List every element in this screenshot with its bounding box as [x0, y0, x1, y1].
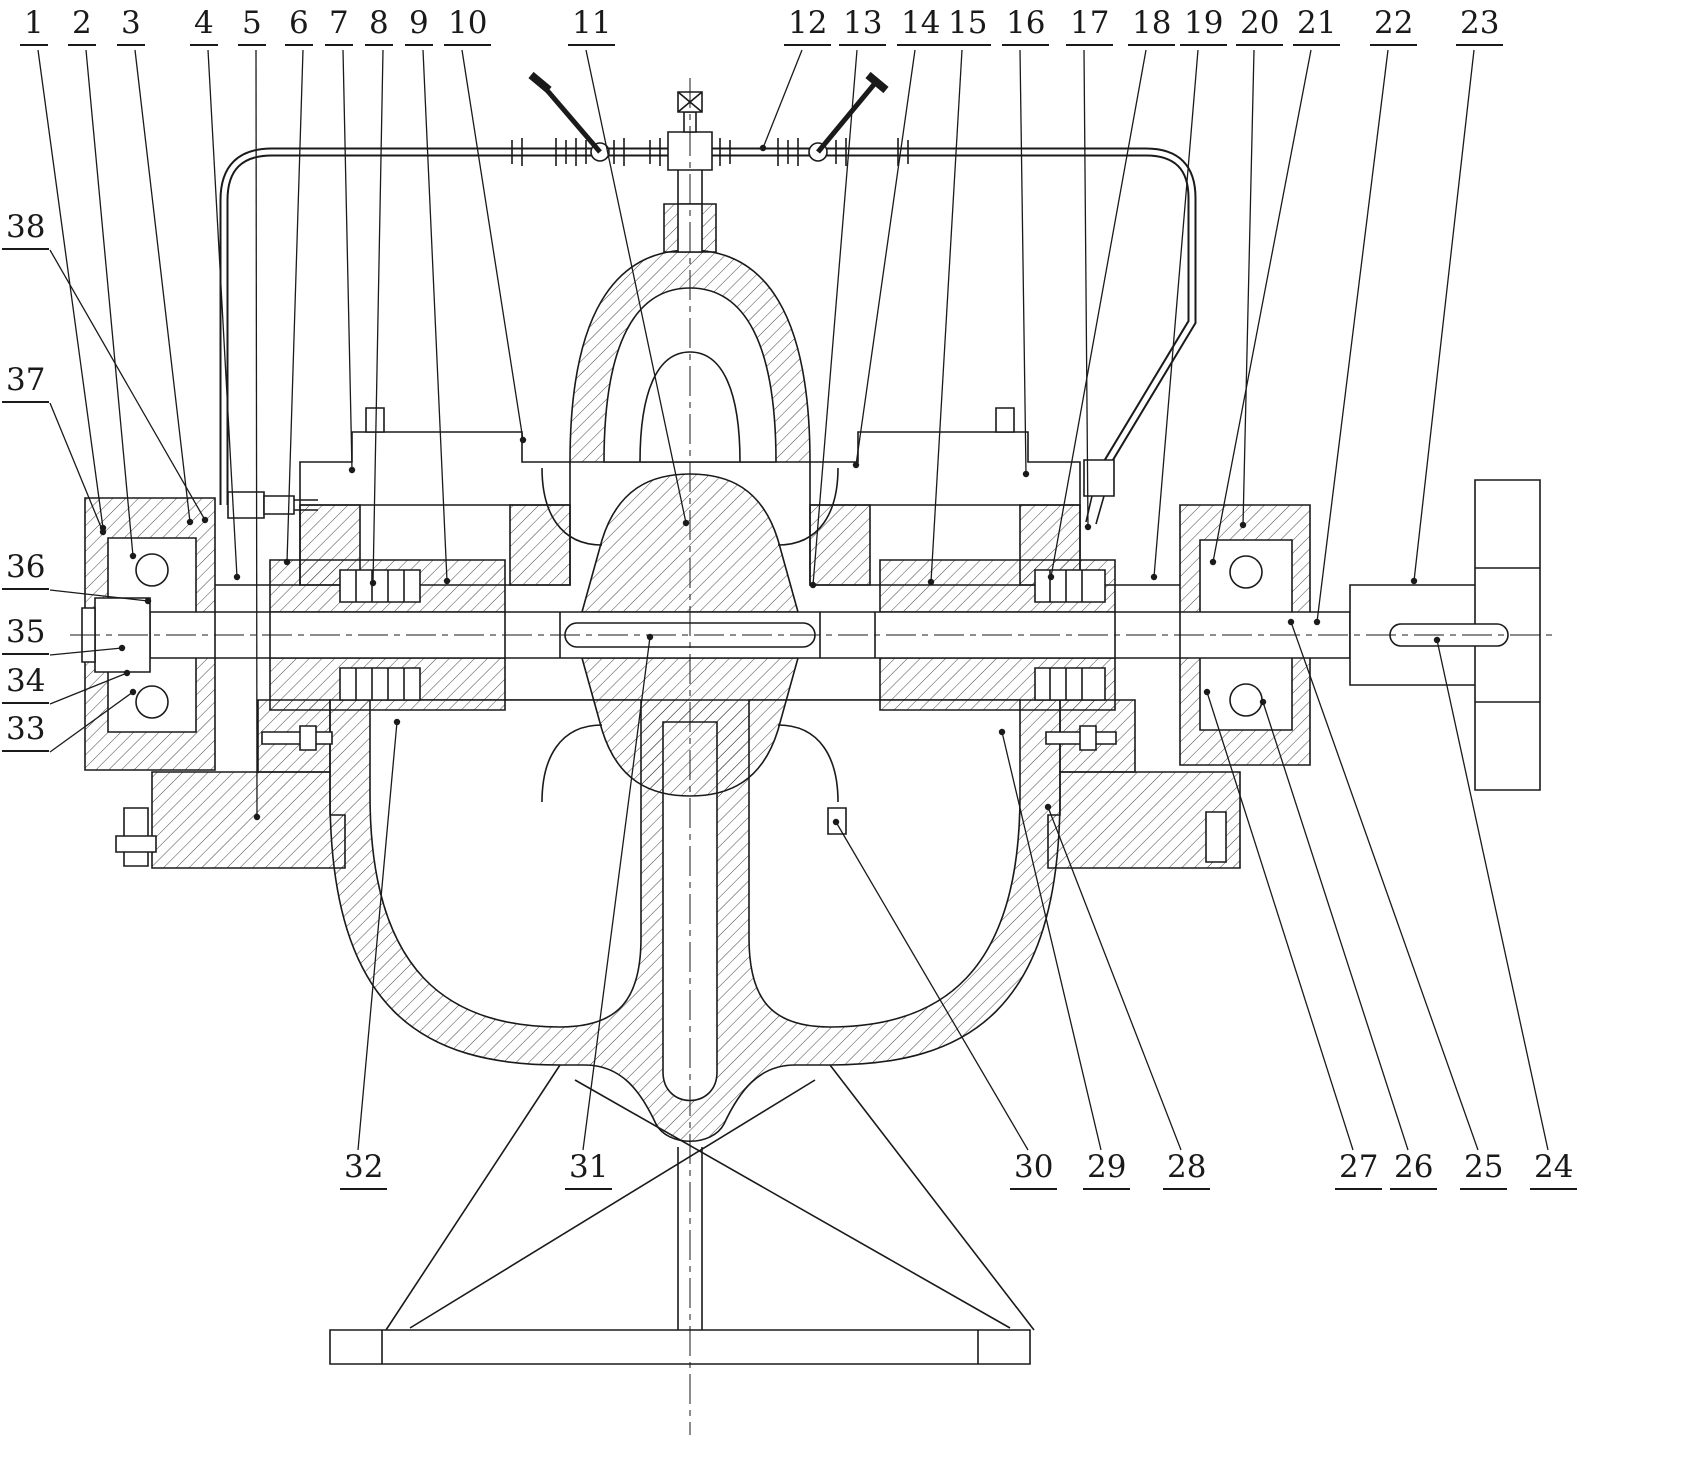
- leader-line-17: [1084, 50, 1088, 527]
- leader-dot-13: [809, 581, 817, 589]
- leader-line-20: [1243, 50, 1254, 525]
- leader-line-34: [50, 673, 127, 704]
- ball-bearing: [1230, 684, 1262, 716]
- seal-piping: [224, 75, 1192, 524]
- leader-line-28: [1048, 807, 1181, 1150]
- leader-dot-28: [1044, 803, 1052, 811]
- leader-line-26: [1263, 702, 1408, 1150]
- leader-dot-16: [1022, 470, 1030, 478]
- bracket-bolt-right: [996, 408, 1014, 432]
- leader-dot-14: [852, 461, 860, 469]
- leader-dot-21: [1209, 558, 1217, 566]
- leader-dot-23: [1410, 577, 1418, 585]
- leader-dot-11: [682, 519, 690, 527]
- valve-left: [531, 75, 624, 166]
- stuffing-boxes: [270, 560, 1115, 834]
- leader-dot-6: [283, 558, 291, 566]
- leader-line-11: [586, 50, 686, 523]
- leader-dot-17: [1084, 523, 1092, 531]
- leader-dot-2: [129, 552, 137, 560]
- bracket-bolt-left: [366, 408, 384, 432]
- leader-dot-8: [369, 579, 377, 587]
- leader-line-38: [50, 250, 205, 520]
- leader-line-24: [1437, 640, 1548, 1150]
- leader-line-36: [50, 590, 148, 601]
- leader-dot-37: [99, 528, 107, 536]
- leader-dot-5: [253, 813, 261, 821]
- leader-dot-29: [998, 728, 1006, 736]
- leader-line-9: [423, 50, 447, 581]
- leader-dot-38: [201, 516, 209, 524]
- leader-line-3: [135, 50, 190, 522]
- anchor-bolt-right: [1206, 812, 1226, 862]
- flange-bolts: [262, 726, 1116, 750]
- leader-line-8: [373, 50, 383, 583]
- leader-line-29: [1002, 732, 1101, 1150]
- leader-dot-18: [1047, 573, 1055, 581]
- leader-line-5: [256, 50, 257, 817]
- leader-line-22: [1317, 50, 1388, 622]
- leader-line-19: [1154, 50, 1198, 577]
- leader-line-21: [1213, 50, 1311, 562]
- leader-line-10: [462, 50, 523, 440]
- leader-dot-20: [1239, 521, 1247, 529]
- leader-dot-26: [1259, 698, 1267, 706]
- leader-line-27: [1207, 692, 1353, 1150]
- leader-dot-33: [129, 688, 137, 696]
- leader-line-18: [1051, 50, 1146, 577]
- leader-line-33: [50, 692, 133, 752]
- leader-dot-31: [646, 633, 654, 641]
- leader-line-31: [583, 637, 650, 1150]
- leader-dot-34: [123, 669, 131, 677]
- leader-dot-10: [519, 436, 527, 444]
- leader-dot-15: [927, 578, 935, 586]
- leader-line-7: [343, 50, 352, 470]
- leader-dot-12: [759, 144, 767, 152]
- leader-dot-32: [393, 718, 401, 726]
- ball-bearing: [136, 554, 168, 586]
- leader-dot-27: [1203, 688, 1211, 696]
- leader-line-2: [86, 50, 133, 556]
- leader-line-23: [1414, 50, 1474, 581]
- ball-bearing: [1230, 556, 1262, 588]
- leader-dot-9: [443, 577, 451, 585]
- leader-dot-25: [1287, 618, 1295, 626]
- centerlines: [70, 78, 1555, 1435]
- lower-casing: [116, 700, 1240, 1141]
- leader-line-25: [1291, 622, 1478, 1150]
- leader-dot-22: [1313, 618, 1321, 626]
- leader-line-12: [763, 50, 802, 148]
- leader-line-4: [208, 50, 237, 577]
- leader-line-14: [856, 50, 915, 465]
- pedestal: [330, 1065, 1034, 1364]
- leader-dot-3: [186, 518, 194, 526]
- base-plate: [330, 1330, 1030, 1364]
- valve-right: [778, 75, 886, 166]
- leader-line-1: [38, 50, 103, 528]
- leader-line-32: [358, 722, 397, 1150]
- leader-line-13: [813, 50, 857, 585]
- leader-dot-19: [1150, 573, 1158, 581]
- leader-dot-24: [1433, 636, 1441, 644]
- leader-line-15: [931, 50, 962, 582]
- leader-line-16: [1020, 50, 1026, 474]
- leader-line-37: [50, 403, 103, 532]
- leader-dot-7: [348, 466, 356, 474]
- bearing-brackets: [215, 408, 1180, 585]
- leader-lines: [38, 50, 1548, 1150]
- leader-line-6: [287, 50, 303, 562]
- leader-dot-4: [233, 573, 241, 581]
- impeller: [542, 468, 838, 802]
- ball-bearing: [136, 686, 168, 718]
- leader-dot-36: [144, 597, 152, 605]
- leader-line-30: [836, 822, 1028, 1150]
- leader-line-35: [50, 648, 122, 655]
- leader-dot-30: [832, 818, 840, 826]
- leader-dot-35: [118, 644, 126, 652]
